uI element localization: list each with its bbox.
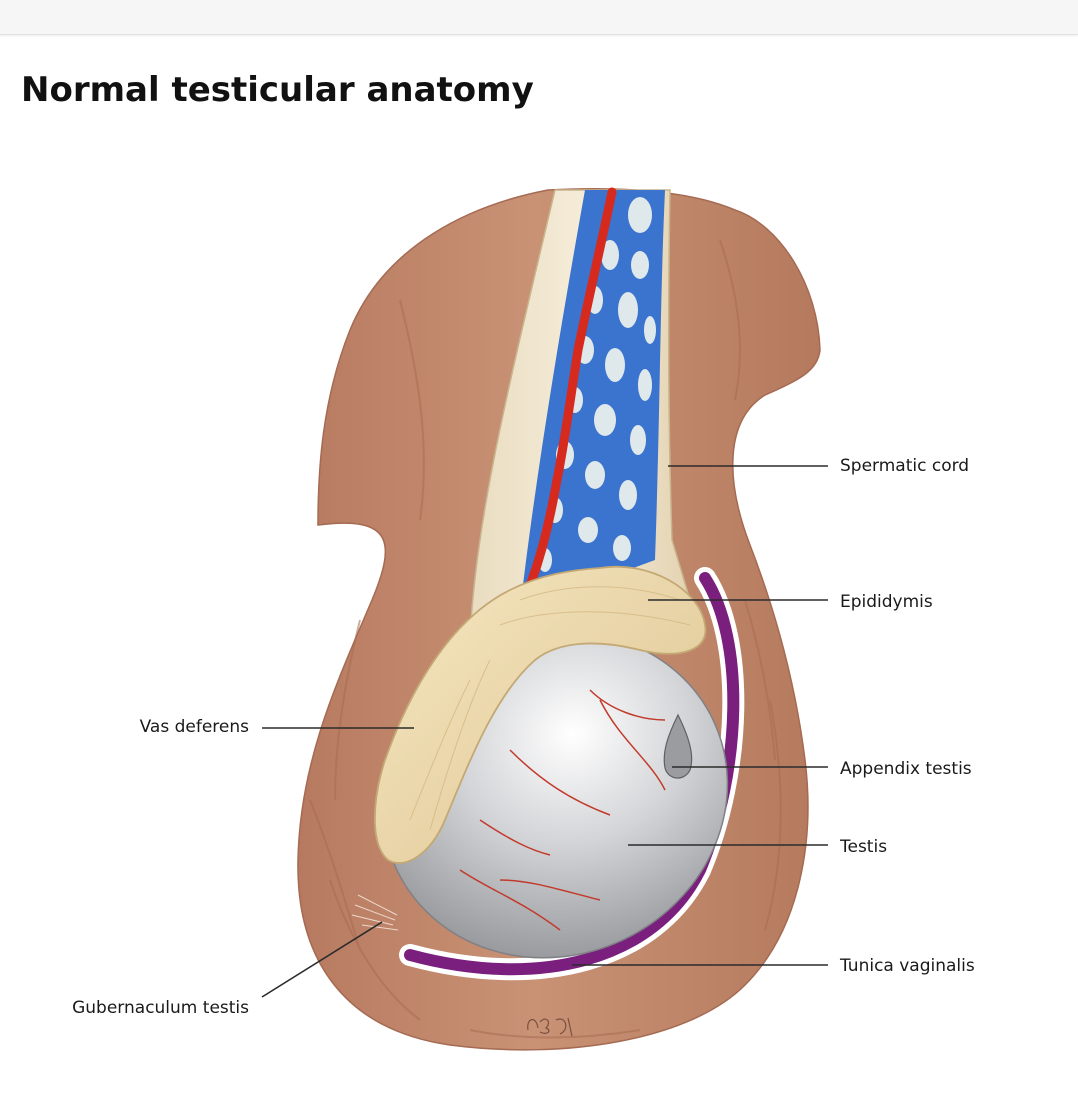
appendix-testis-shape [663, 713, 693, 779]
gubernaculum-strands [351, 894, 399, 931]
epididymis-texture [409, 586, 691, 831]
epididymis-shape [374, 565, 707, 864]
testicular-artery [515, 187, 617, 615]
label-epididymis: Epididymis [840, 592, 933, 612]
label-testis: Testis [839, 837, 887, 857]
label-tunica-vaginalis: Tunica vaginalis [839, 956, 975, 976]
top-bar [0, 0, 1078, 35]
label-vas-deferens: Vas deferens [140, 717, 250, 737]
label-appendix-testis: Appendix testis [840, 759, 972, 779]
label-gubernaculum-testis: Gubernaculum testis [72, 998, 249, 1018]
illustrator-signature [527, 1017, 573, 1037]
page-title: Normal testicular anatomy [21, 70, 534, 110]
leader-gubernaculum-testis [261, 921, 383, 998]
scrotal-folds [309, 239, 782, 1039]
label-spermatic-cord: Spermatic cord [840, 456, 969, 476]
testis-vessels [459, 689, 666, 931]
